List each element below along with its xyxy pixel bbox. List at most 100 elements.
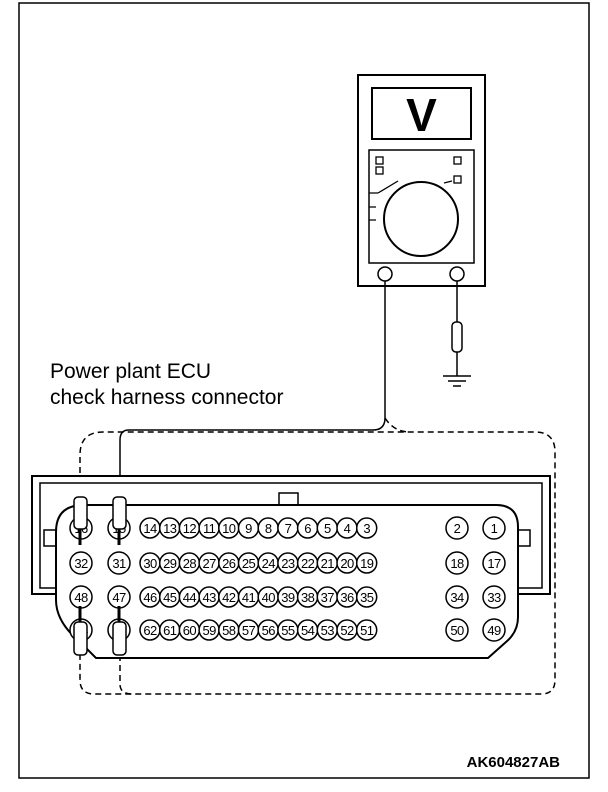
pin-60-label: 60 bbox=[183, 623, 197, 638]
pin-47-label: 47 bbox=[112, 590, 126, 605]
pin-50-socket bbox=[445, 618, 469, 642]
ground-probe bbox=[443, 281, 471, 387]
pin-49-label: 49 bbox=[487, 623, 501, 638]
pin-3-label: 3 bbox=[363, 521, 370, 536]
pin-35-socket bbox=[355, 586, 378, 608]
pin-22-label: 22 bbox=[301, 556, 315, 571]
pin-12-label: 12 bbox=[183, 521, 197, 536]
pin-18-socket bbox=[445, 551, 469, 575]
pin-62-label: 62 bbox=[143, 623, 157, 638]
connector-caption-line1: Power plant ECU bbox=[50, 360, 211, 383]
pin-51-label: 51 bbox=[360, 623, 374, 638]
positive-probe-lead bbox=[119, 281, 386, 503]
selector-dial bbox=[383, 181, 459, 257]
pin-36-label: 36 bbox=[340, 590, 354, 605]
pin-33-socket bbox=[482, 585, 506, 609]
pin-49-socket bbox=[482, 618, 506, 642]
range-marker bbox=[375, 166, 384, 175]
pin-40-label: 40 bbox=[262, 590, 276, 605]
pin-30-label: 30 bbox=[143, 556, 157, 571]
pin-14-label: 14 bbox=[143, 521, 157, 536]
pin-27-label: 27 bbox=[202, 556, 216, 571]
connector-side-key-right bbox=[517, 529, 531, 547]
pin-33-label: 33 bbox=[487, 590, 501, 605]
pin-43-label: 43 bbox=[202, 590, 216, 605]
pin-21-label: 21 bbox=[321, 556, 335, 571]
pin-2-label: 2 bbox=[454, 521, 461, 536]
pin-37-label: 37 bbox=[321, 590, 335, 605]
pin-53-label: 53 bbox=[321, 623, 335, 638]
probe-jack-ground bbox=[449, 266, 465, 282]
pin-32-socket bbox=[69, 551, 93, 575]
pin-39-label: 39 bbox=[281, 590, 295, 605]
pin-38-label: 38 bbox=[301, 590, 315, 605]
pin-3-socket bbox=[355, 517, 378, 539]
pin-1-socket bbox=[482, 516, 506, 540]
pin-41-label: 41 bbox=[242, 590, 256, 605]
pin-6-label: 6 bbox=[304, 521, 311, 536]
pin-35-label: 35 bbox=[360, 590, 374, 605]
connector-side-key-left bbox=[43, 529, 57, 547]
pin-55-label: 55 bbox=[281, 623, 295, 638]
range-marker bbox=[453, 175, 462, 184]
pin-28-label: 28 bbox=[183, 556, 197, 571]
pin-5-label: 5 bbox=[324, 521, 331, 536]
connector-latch bbox=[278, 492, 299, 506]
pin-48-label: 48 bbox=[74, 590, 88, 605]
pin-9-label: 9 bbox=[245, 521, 252, 536]
pin-45-label: 45 bbox=[163, 590, 177, 605]
pin-7-label: 7 bbox=[285, 521, 292, 536]
voltmeter-display bbox=[371, 87, 472, 140]
range-marker bbox=[375, 156, 384, 165]
pin-31-socket bbox=[107, 551, 131, 575]
pin-46-label: 46 bbox=[143, 590, 157, 605]
pin-1-label: 1 bbox=[491, 521, 498, 536]
jumper-lead-outer bbox=[79, 431, 556, 695]
connector-caption-line2: check harness connector bbox=[50, 386, 283, 409]
pin-20-label: 20 bbox=[340, 556, 354, 571]
pin-17-label: 17 bbox=[487, 556, 501, 571]
pin-51-socket bbox=[355, 619, 378, 641]
probe-jack-positive bbox=[377, 266, 393, 282]
pin-44-label: 44 bbox=[183, 590, 197, 605]
pin-56-label: 56 bbox=[262, 623, 276, 638]
pin-8-label: 8 bbox=[265, 521, 272, 536]
pin-17-socket bbox=[482, 551, 506, 575]
probe-tip-pin-16 bbox=[73, 496, 88, 530]
ecu-check-harness-connector: 1615141312111098765432132313029282726252… bbox=[31, 475, 551, 659]
pin-34-label: 34 bbox=[450, 590, 464, 605]
probe-tip-pin-15 bbox=[112, 496, 127, 530]
pin-23-label: 23 bbox=[281, 556, 295, 571]
pin-19-socket bbox=[355, 552, 378, 574]
voltmeter-display-symbol: V bbox=[406, 89, 437, 141]
pin-61-label: 61 bbox=[163, 623, 177, 638]
reference-code: AK604827AB bbox=[467, 754, 561, 771]
pin-34-socket bbox=[445, 585, 469, 609]
pin-59-label: 59 bbox=[202, 623, 216, 638]
voltmeter: V bbox=[357, 74, 486, 287]
pin-52-label: 52 bbox=[340, 623, 354, 638]
probe-tips bbox=[73, 496, 127, 656]
pin-31-label: 31 bbox=[112, 556, 126, 571]
pin-24-label: 24 bbox=[262, 556, 276, 571]
pin-50-label: 50 bbox=[450, 623, 464, 638]
pin-54-label: 54 bbox=[301, 623, 315, 638]
pin-2-socket bbox=[445, 516, 469, 540]
pin-18-label: 18 bbox=[450, 556, 464, 571]
pin-13-label: 13 bbox=[163, 521, 177, 536]
pin-57-label: 57 bbox=[242, 623, 256, 638]
dial-bracket bbox=[369, 192, 378, 221]
pin-29-label: 29 bbox=[163, 556, 177, 571]
dial-pointer-lines bbox=[377, 180, 453, 194]
outer-frame bbox=[18, 2, 590, 779]
jumper-lead-bottom bbox=[119, 655, 133, 695]
pin-26-label: 26 bbox=[222, 556, 236, 571]
probe-tip-pin-63 bbox=[112, 621, 127, 656]
probe-tip-pin-64 bbox=[73, 621, 88, 656]
pin-25-label: 25 bbox=[242, 556, 256, 571]
pin-19-label: 19 bbox=[360, 556, 374, 571]
pin-11-label: 11 bbox=[203, 521, 216, 536]
pin-10-label: 10 bbox=[222, 521, 236, 536]
pin-58-label: 58 bbox=[222, 623, 236, 638]
